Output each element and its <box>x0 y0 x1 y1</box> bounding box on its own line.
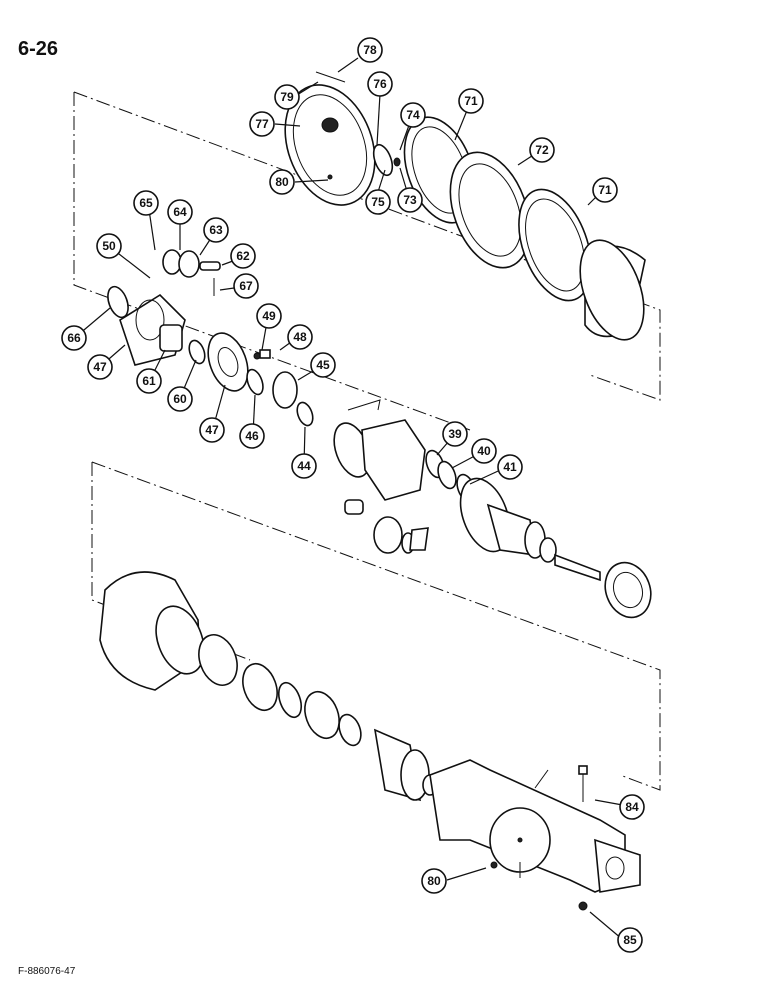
svg-text:79: 79 <box>280 90 294 104</box>
callout-60: 60 <box>167 386 193 412</box>
callout-77: 77 <box>249 111 275 137</box>
svg-text:40: 40 <box>477 444 491 458</box>
svg-text:48: 48 <box>293 330 307 344</box>
svg-text:60: 60 <box>173 392 187 406</box>
svg-text:76: 76 <box>373 77 387 91</box>
svg-text:66: 66 <box>67 331 81 345</box>
callout-72: 72 <box>529 137 555 163</box>
axle-housing <box>429 759 641 911</box>
callout-80-bottom: 80 <box>421 868 447 894</box>
callout-73: 73 <box>397 187 423 213</box>
callout-67: 67 <box>233 273 259 299</box>
callout-50: 50 <box>96 233 122 259</box>
callout-48: 48 <box>287 324 313 350</box>
callout-62: 62 <box>230 243 256 269</box>
svg-text:65: 65 <box>139 196 153 210</box>
svg-text:84: 84 <box>625 800 639 814</box>
svg-text:39: 39 <box>448 427 462 441</box>
svg-text:80: 80 <box>427 874 441 888</box>
callout-75: 75 <box>365 189 391 215</box>
svg-text:50: 50 <box>102 239 116 253</box>
figure-code: F-886076-47 <box>18 966 76 977</box>
svg-text:64: 64 <box>173 205 187 219</box>
callout-64: 64 <box>167 199 193 225</box>
svg-text:74: 74 <box>406 108 420 122</box>
svg-text:44: 44 <box>297 459 311 473</box>
callout-44: 44 <box>291 453 317 479</box>
callout-41: 41 <box>497 454 523 480</box>
callout-74: 74 <box>400 102 426 128</box>
callout-65: 65 <box>133 190 159 216</box>
callout-79: 79 <box>274 84 300 110</box>
callout-46: 46 <box>239 423 265 449</box>
svg-text:85: 85 <box>623 933 637 947</box>
svg-text:78: 78 <box>363 43 377 57</box>
callout-85: 85 <box>617 927 643 953</box>
callout-49: 49 <box>256 303 282 329</box>
svg-text:72: 72 <box>535 143 549 157</box>
callout-61: 61 <box>136 368 162 394</box>
planet-carrier-assembly <box>107 249 314 427</box>
svg-text:63: 63 <box>209 223 223 237</box>
svg-text:71: 71 <box>464 94 478 108</box>
callout-63: 63 <box>203 217 229 243</box>
callout-78: 78 <box>357 37 383 63</box>
callout-66: 66 <box>61 325 87 351</box>
svg-text:80: 80 <box>275 175 289 189</box>
svg-text:61: 61 <box>142 374 156 388</box>
callout-40: 40 <box>471 438 497 464</box>
callout-71-right: 71 <box>592 177 618 203</box>
svg-text:73: 73 <box>403 193 417 207</box>
callout-39: 39 <box>442 421 468 447</box>
callout-84: 84 <box>619 794 645 820</box>
planetary-cover-assembly <box>284 71 646 341</box>
callout-labels: 78 79 77 76 74 71 72 80 75 73 71 65 64 6… <box>61 37 645 953</box>
wheel-hub-and-bearings <box>99 571 438 802</box>
svg-text:75: 75 <box>371 195 385 209</box>
svg-text:47: 47 <box>205 423 219 437</box>
callout-76: 76 <box>367 71 393 97</box>
svg-text:46: 46 <box>245 429 259 443</box>
svg-text:77: 77 <box>255 117 269 131</box>
svg-text:67: 67 <box>239 279 253 293</box>
svg-text:41: 41 <box>503 460 517 474</box>
callout-45: 45 <box>310 352 336 378</box>
callout-80-top: 80 <box>269 169 295 195</box>
spindle-hub-assembly <box>333 399 652 619</box>
svg-text:45: 45 <box>316 358 330 372</box>
svg-text:49: 49 <box>262 309 276 323</box>
svg-text:47: 47 <box>93 360 107 374</box>
page-number: 6-26 <box>18 38 59 60</box>
svg-text:71: 71 <box>598 183 612 197</box>
svg-text:62: 62 <box>236 249 250 263</box>
callout-47-left: 47 <box>87 354 113 380</box>
callout-47-right: 47 <box>199 417 225 443</box>
callout-71-top: 71 <box>458 88 484 114</box>
